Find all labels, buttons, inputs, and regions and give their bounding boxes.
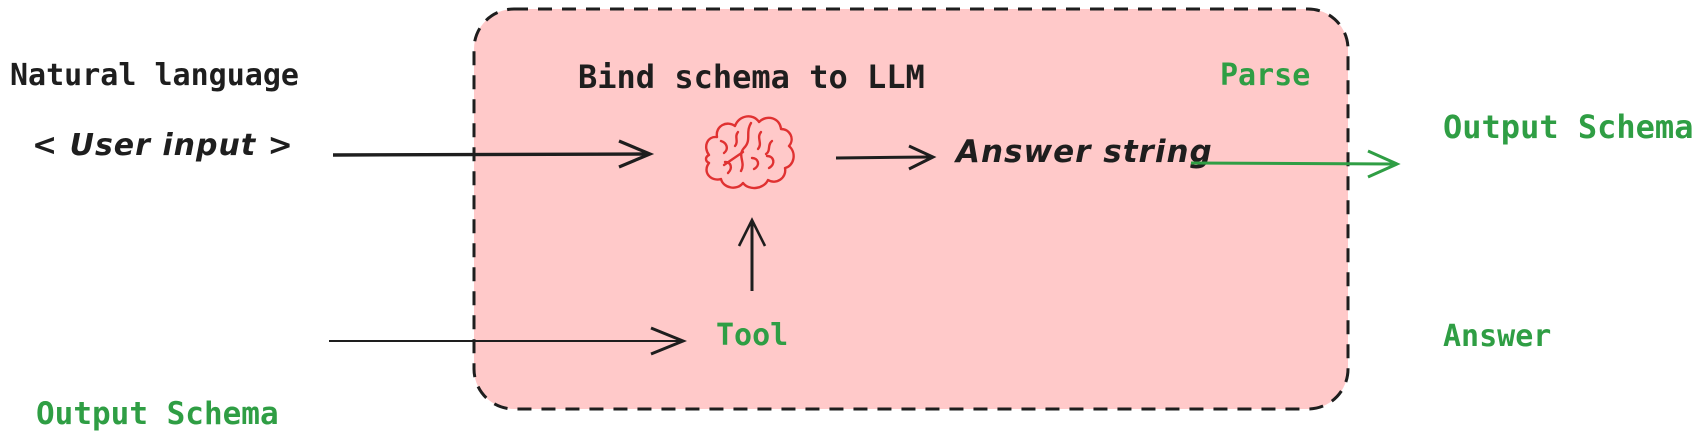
llm-to-answer-arrow [835, 144, 937, 171]
llm-binding-box [472, 7, 1350, 411]
natural-language-label: Natural language [10, 58, 299, 93]
answer-line-foo: foo: ... [1443, 437, 1693, 443]
input-schema-title: Output Schema [36, 396, 279, 432]
parsed-output-block: Output Schema Answer foo: ... bar: ... [1443, 38, 1693, 443]
answer-string-label: Answer string [956, 134, 1213, 170]
tool-label: Tool [716, 318, 789, 353]
user-input-to-llm-arrow [332, 139, 655, 169]
output-schema-title: Output Schema [1443, 108, 1694, 146]
user-input-label: < User input > [32, 128, 294, 163]
brain-icon [704, 115, 795, 190]
tool-to-llm-arrow [737, 217, 767, 291]
input-output-schema-block: Output Schema foo: ... bar: ... [36, 312, 279, 443]
schema-to-tool-arrow [329, 326, 687, 356]
parsed-answer-lines: Answer foo: ... bar: ... [1443, 237, 1693, 443]
bind-schema-title: Bind schema to LLM [578, 58, 925, 96]
answer-label: Answer [1443, 319, 1552, 354]
parse-label: Parse [1220, 58, 1311, 93]
parse-output-arrow [1190, 149, 1401, 179]
